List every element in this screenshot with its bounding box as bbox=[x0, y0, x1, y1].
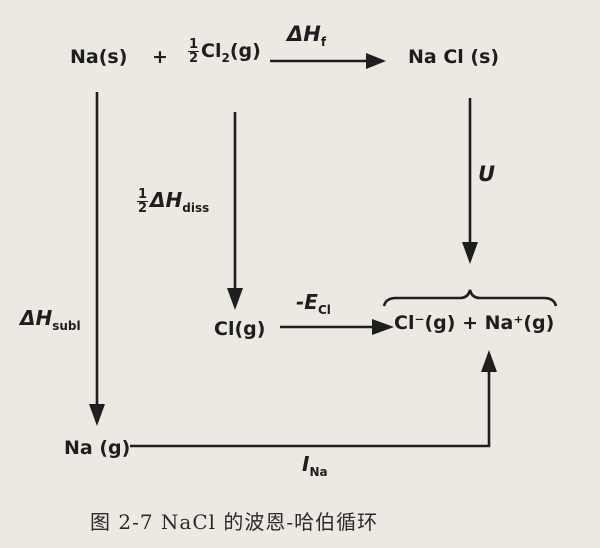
arrow-ionization-line bbox=[130, 366, 491, 448]
arrow-electron-affinity-head bbox=[372, 319, 394, 335]
figure-caption: 图 2-7 NaCl 的波恩-哈伯循环 bbox=[90, 510, 379, 534]
label-electron-affinity: -ECl bbox=[296, 290, 331, 317]
species-na-solid: Na(s) bbox=[70, 46, 128, 68]
ion-group-brace bbox=[382, 289, 558, 307]
arrow-sublimation-head bbox=[89, 404, 105, 426]
species-nacl-solid: Na Cl (s) bbox=[408, 46, 500, 68]
arrow-formation-head bbox=[366, 53, 386, 69]
arrow-lattice-head bbox=[462, 242, 478, 264]
label-ionization-energy: INa bbox=[302, 452, 328, 479]
arrow-ionization-head bbox=[481, 350, 497, 372]
species-ions-gas: Cl⁻(g) + Na⁺(g) bbox=[394, 312, 555, 334]
plus-sign: + bbox=[152, 46, 168, 68]
label-delta-h-formation: ΔHf bbox=[287, 22, 327, 49]
label-sublimation-energy: ΔHsubl bbox=[20, 306, 81, 333]
species-cl-gas: Cl(g) bbox=[214, 318, 266, 340]
arrow-dissociation-head bbox=[227, 288, 243, 310]
label-lattice-energy: U bbox=[478, 162, 496, 186]
species-na-gas: Na (g) bbox=[64, 437, 131, 459]
